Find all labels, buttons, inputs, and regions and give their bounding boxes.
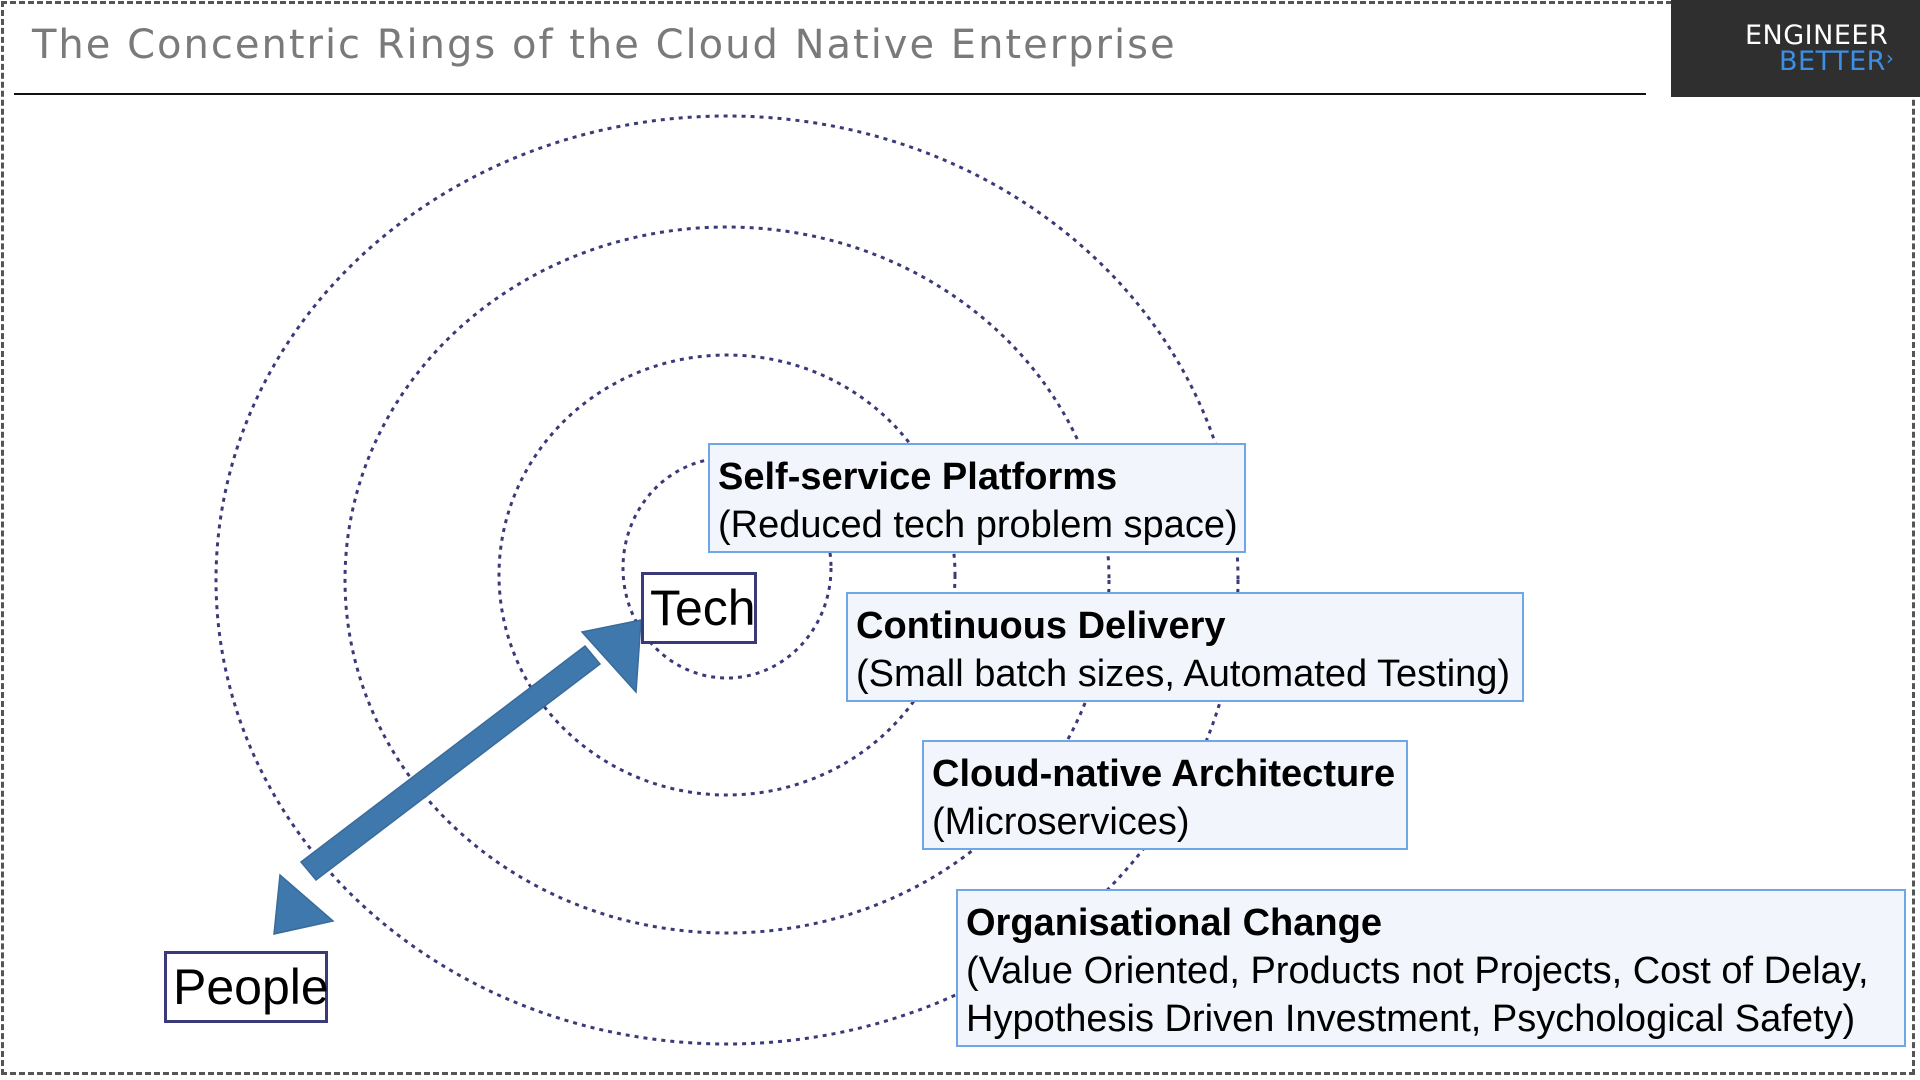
ring-heading: Cloud-native Architecture [932, 753, 1396, 795]
ring-cloud-native-architecture [343, 225, 1111, 935]
label-organisational-change: Organisational Change (Value Oriented, P… [956, 889, 1906, 1047]
ring-self-service-platforms [621, 456, 833, 680]
ring-detail: (Microservices) [932, 801, 1190, 843]
ring-heading: Self-service Platforms [718, 456, 1118, 498]
arrow-head-up [580, 619, 642, 694]
ring-heading: Continuous Delivery [856, 605, 1226, 647]
ring-detail: (Reduced tech problem space) [718, 504, 1238, 546]
ring-continuous-delivery [497, 353, 957, 797]
logo-line-1: ENGINEER [1745, 20, 1889, 51]
tech-node: Tech [641, 572, 757, 644]
chevron-right-icon: › [1885, 46, 1895, 70]
logo-line-2-text: BETTER [1779, 46, 1886, 77]
double-arrow [273, 619, 642, 935]
label-continuous-delivery: Continuous Delivery (Small batch sizes, … [846, 592, 1524, 702]
title-underline [14, 93, 1646, 95]
arrow-head-down [273, 873, 335, 935]
ring-detail: (Small batch sizes, Automated Testing) [856, 653, 1511, 695]
logo-line-2: BETTER› [1779, 46, 1894, 77]
engineer-better-logo: ENGINEER BETTER› [1671, 0, 1920, 97]
ring-organisational-change [214, 114, 1240, 1046]
slide-title: The Concentric Rings of the Cloud Native… [32, 22, 1177, 68]
people-node: People [164, 951, 329, 1023]
label-cloud-native-architecture: Cloud-native Architecture (Microservices… [922, 740, 1408, 850]
ring-detail-continued: Hypothesis Driven Investment, Psychologi… [966, 998, 1856, 1040]
arrow-shaft [299, 644, 602, 882]
ring-heading: Organisational Change [966, 902, 1382, 944]
ring-detail: (Value Oriented, Products not Projects, … [966, 950, 1869, 992]
label-self-service-platforms: Self-service Platforms (Reduced tech pro… [708, 443, 1246, 553]
